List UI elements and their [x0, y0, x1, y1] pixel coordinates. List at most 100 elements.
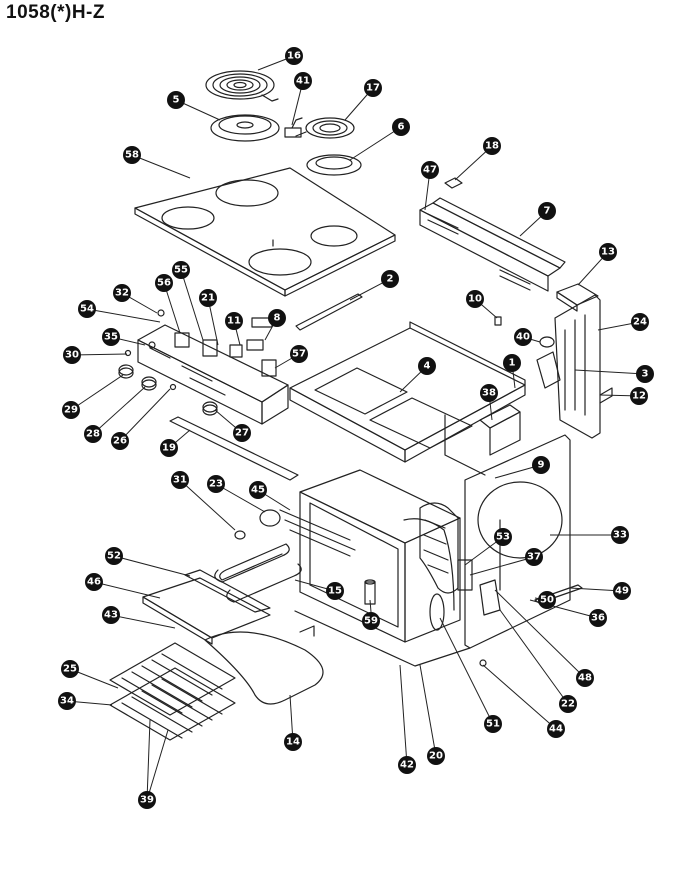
hinge-screw	[479, 659, 487, 667]
svg-text:58: 58	[125, 150, 139, 161]
svg-text:32: 32	[115, 288, 129, 299]
svg-text:34: 34	[60, 696, 74, 707]
svg-text:39: 39	[140, 795, 154, 806]
oven-light	[234, 530, 246, 540]
svg-text:42: 42	[400, 760, 414, 771]
svg-text:56: 56	[157, 278, 171, 289]
svg-text:37: 37	[527, 552, 541, 563]
svg-text:6: 6	[398, 122, 405, 133]
callout-51: 51	[484, 715, 502, 733]
callout-6: 6	[392, 118, 410, 136]
callout-37: 37	[525, 548, 543, 566]
callout-53: 53	[494, 528, 512, 546]
callout-56: 56	[155, 274, 173, 292]
svg-text:33: 33	[613, 530, 627, 541]
callout-44: 44	[547, 720, 565, 738]
knob-clip	[169, 383, 177, 391]
rear-trim-end	[556, 283, 599, 312]
oven-racks	[109, 642, 236, 741]
callout-1: 1	[503, 354, 521, 372]
side-panel	[536, 294, 613, 439]
svg-text:50: 50	[540, 595, 554, 606]
parts-drawing	[109, 70, 613, 741]
svg-text:12: 12	[632, 391, 646, 402]
svg-text:41: 41	[296, 76, 310, 87]
page-title: 1058(*)H-Z	[6, 2, 105, 23]
callout-32: 32	[113, 284, 131, 302]
svg-text:8: 8	[274, 313, 281, 324]
callout-58: 58	[123, 146, 141, 164]
svg-text:15: 15	[328, 586, 342, 597]
svg-text:52: 52	[107, 551, 121, 562]
svg-text:24: 24	[633, 317, 647, 328]
callout-46: 46	[85, 573, 103, 591]
svg-text:25: 25	[63, 664, 77, 675]
svg-text:47: 47	[423, 165, 437, 176]
svg-text:5: 5	[173, 95, 180, 106]
svg-text:4: 4	[424, 361, 431, 372]
callout-57: 57	[290, 345, 308, 363]
cooktop-support-rail	[295, 293, 363, 331]
svg-text:23: 23	[209, 479, 223, 490]
svg-text:11: 11	[227, 316, 241, 327]
svg-text:14: 14	[286, 737, 300, 748]
callout-7: 7	[538, 202, 556, 220]
callout-48: 48	[576, 669, 594, 687]
element-receptacle	[284, 117, 303, 138]
callout-47: 47	[421, 161, 439, 179]
svg-text:1: 1	[509, 358, 516, 369]
door-hinges	[457, 519, 501, 616]
callout-55: 55	[172, 261, 190, 279]
callout-21: 21	[199, 289, 217, 307]
drip-pan-large	[210, 114, 280, 142]
drip-pan-small	[306, 154, 362, 176]
rear-trim	[419, 197, 566, 292]
front-rail	[169, 416, 299, 481]
callout-10: 10	[466, 290, 484, 308]
svg-text:51: 51	[486, 719, 500, 730]
cabinet-top-box	[289, 321, 526, 476]
callout-30: 30	[63, 346, 81, 364]
callout-8: 8	[268, 309, 286, 327]
svg-text:55: 55	[174, 265, 188, 276]
callout-52: 52	[105, 547, 123, 565]
callout-26: 26	[111, 432, 129, 450]
svg-text:17: 17	[366, 83, 380, 94]
svg-text:46: 46	[87, 577, 101, 588]
callout-42: 42	[398, 756, 416, 774]
door-hinge-spring	[429, 593, 445, 631]
control-switches	[174, 317, 277, 377]
svg-text:40: 40	[516, 332, 530, 343]
callout-59: 59	[362, 612, 380, 630]
svg-text:22: 22	[561, 699, 575, 710]
callout-4: 4	[418, 357, 436, 375]
callout-45: 45	[249, 481, 267, 499]
callout-20: 20	[427, 747, 445, 765]
broil-element	[259, 509, 356, 557]
svg-text:57: 57	[292, 349, 306, 360]
svg-text:10: 10	[468, 294, 482, 305]
callout-9: 9	[532, 456, 550, 474]
svg-text:49: 49	[615, 586, 629, 597]
callout-11: 11	[225, 312, 243, 330]
callout-50: 50	[538, 591, 556, 609]
callout-34: 34	[58, 692, 76, 710]
callout-36: 36	[589, 609, 607, 627]
svg-text:26: 26	[113, 436, 127, 447]
callout-29: 29	[62, 401, 80, 419]
svg-text:53: 53	[496, 532, 510, 543]
callout-3: 3	[636, 365, 654, 383]
cooktop	[134, 167, 396, 297]
callout-13: 13	[599, 243, 617, 261]
svg-text:9: 9	[538, 460, 545, 471]
callout-15: 15	[326, 582, 344, 600]
callout-31: 31	[171, 471, 189, 489]
oven-frame	[294, 434, 571, 667]
callout-24: 24	[631, 313, 649, 331]
svg-text:19: 19	[162, 443, 176, 454]
svg-text:13: 13	[601, 247, 615, 258]
svg-text:36: 36	[591, 613, 605, 624]
callout-19: 19	[160, 439, 178, 457]
svg-text:7: 7	[544, 206, 551, 217]
